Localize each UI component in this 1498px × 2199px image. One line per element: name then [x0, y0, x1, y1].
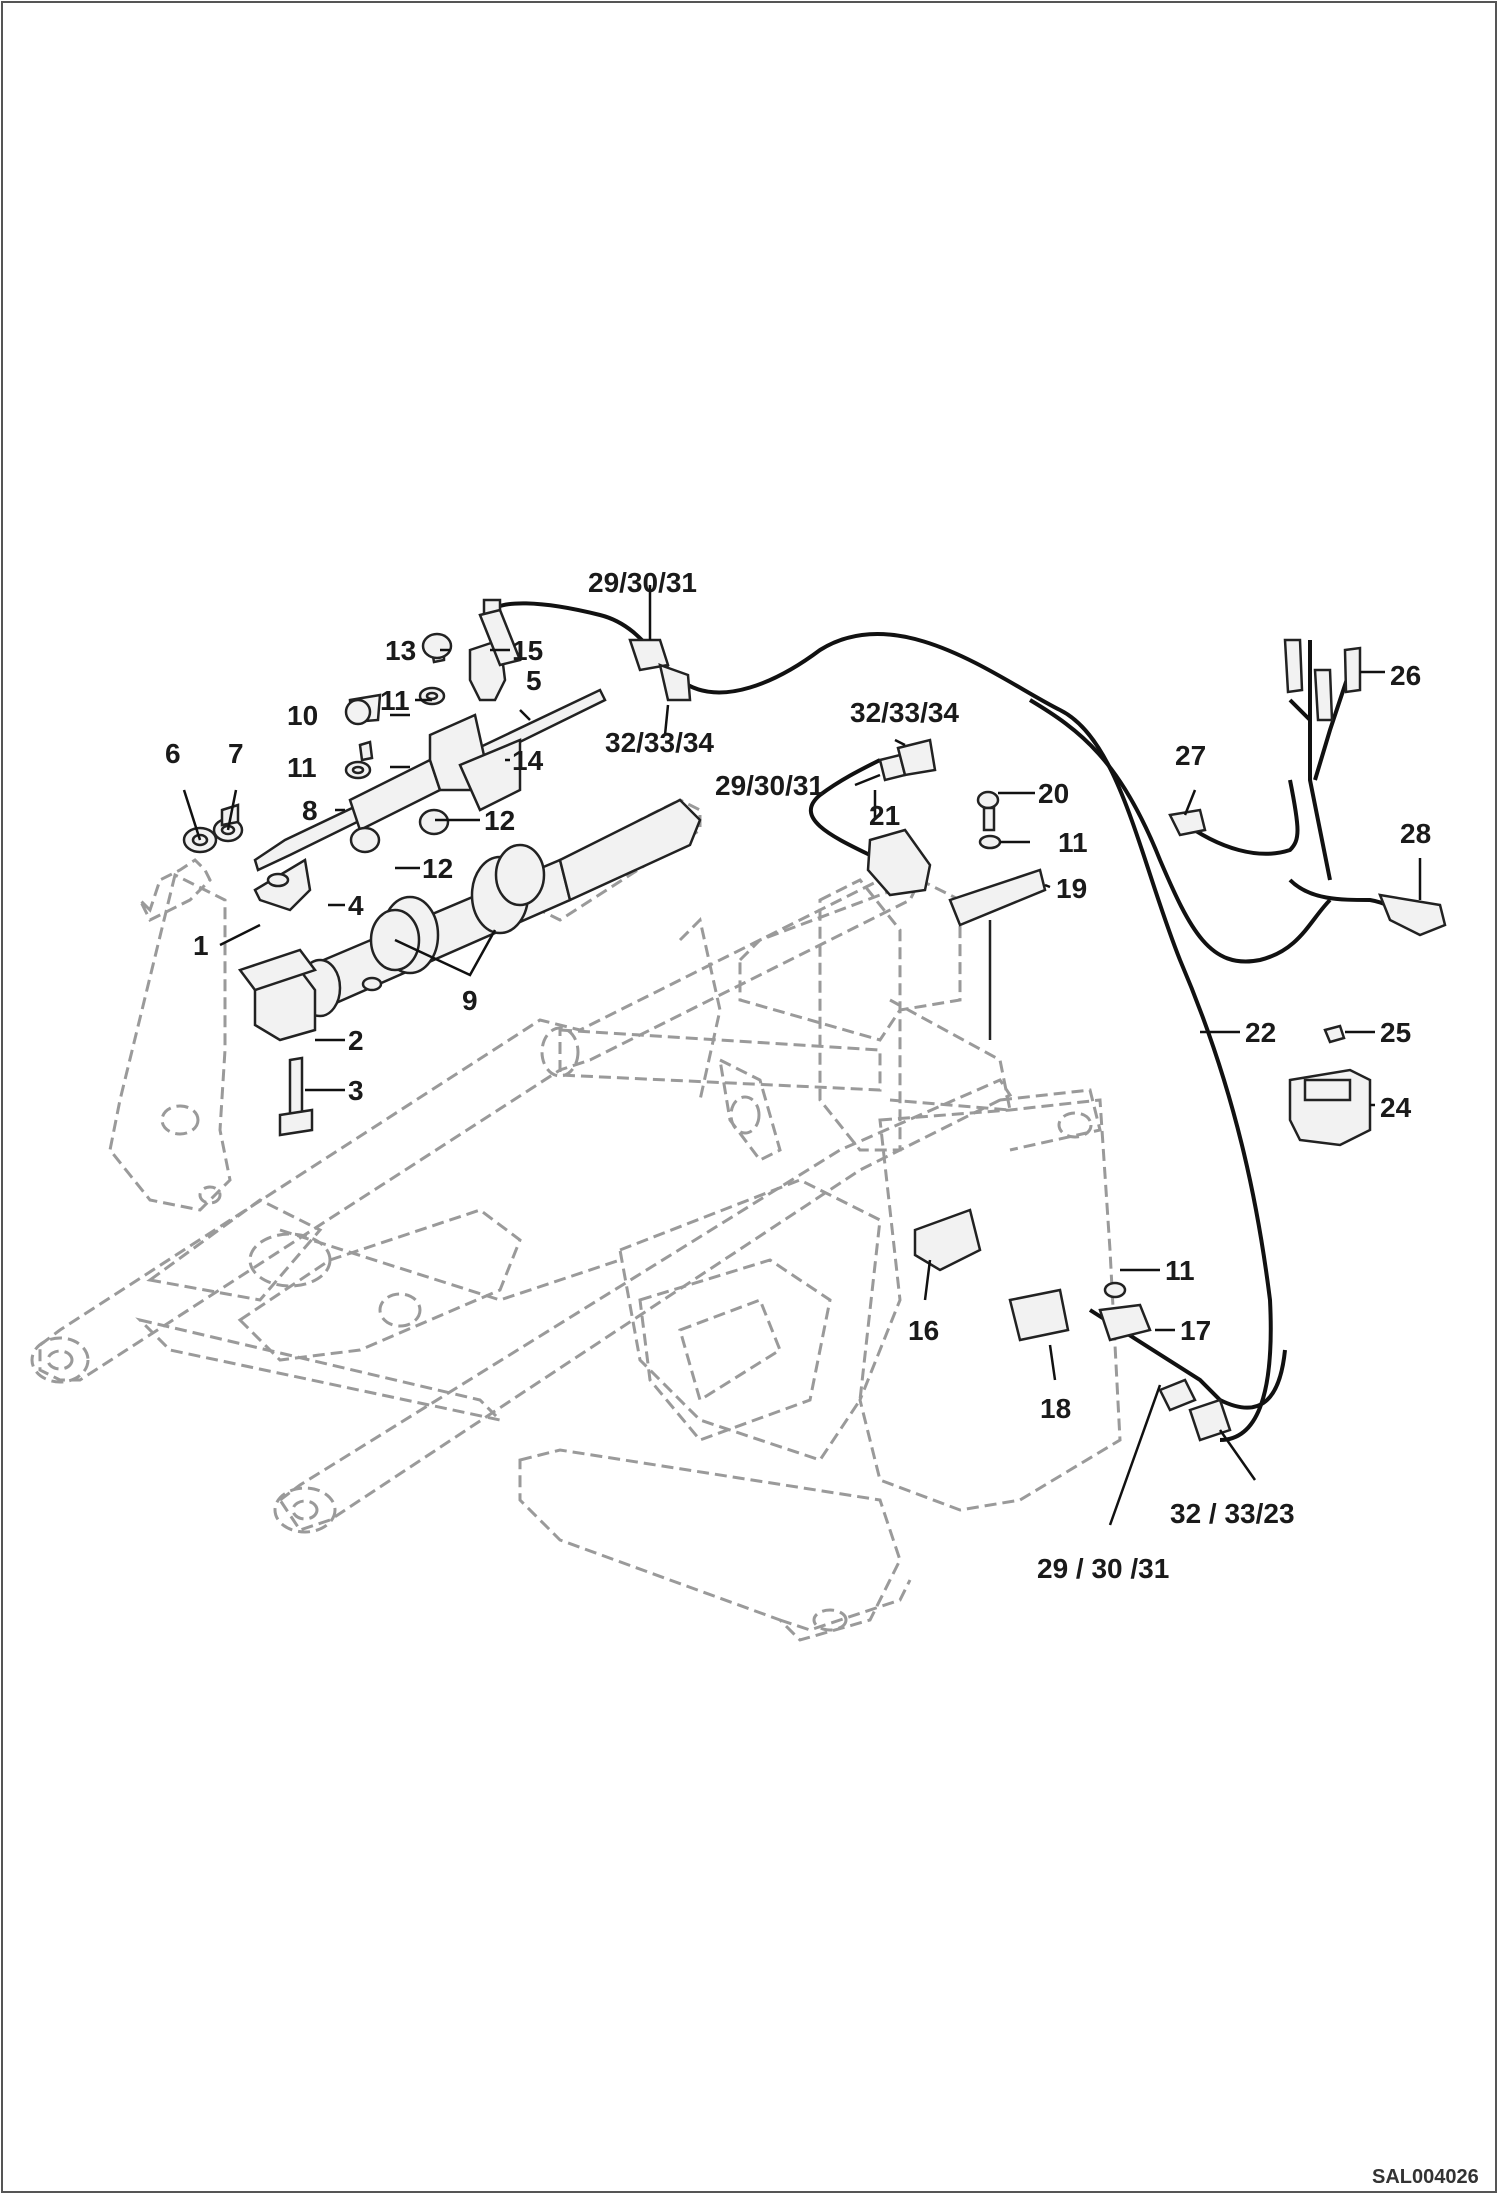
callout-19: 19 — [1056, 873, 1087, 904]
callout-8: 8 — [302, 795, 318, 826]
callout-3: 3 — [348, 1075, 364, 1106]
leader-lines — [182, 585, 1422, 1526]
callout-13: 13 — [385, 635, 416, 666]
callout-11-sensor: 11 — [1058, 827, 1088, 858]
switch-assembly — [1288, 1024, 1372, 1147]
callout-7: 7 — [228, 738, 244, 769]
drawing-id: SAL004026 — [1372, 2166, 1479, 2188]
callout-10: 10 — [287, 700, 318, 731]
callout-24: 24 — [1380, 1092, 1412, 1123]
callout-labels: 6 7 1 2 3 4 8 10 11 12 12 13 11 15 14 5 … — [165, 567, 1479, 2188]
lower-parts — [913, 1208, 1152, 1342]
callout-26: 26 — [1390, 660, 1421, 691]
callout-27: 27 — [1175, 740, 1206, 771]
callout-2: 2 — [348, 1025, 364, 1056]
callout-20: 20 — [1038, 778, 1069, 809]
callout-1: 1 — [193, 930, 209, 961]
callout-9: 9 — [462, 985, 478, 1016]
callout-29-30-31-top: 29/30/31 — [588, 567, 697, 598]
callout-32-33-34-left: 32/33/34 — [605, 727, 714, 758]
callout-11-left: 11 — [287, 752, 317, 783]
callout-28: 28 — [1400, 818, 1431, 849]
callout-32-33-34-right: 32/33/34 — [850, 697, 959, 728]
callout-12-upper: 12 — [484, 805, 515, 836]
callout-15: 15 — [512, 635, 543, 666]
callout-25: 25 — [1380, 1017, 1411, 1048]
callout-14: 14 — [512, 745, 544, 776]
callout-32-33-23: 32 / 33/23 — [1170, 1498, 1295, 1529]
callout-5: 5 — [526, 665, 542, 696]
callout-16: 16 — [908, 1315, 939, 1346]
callout-22: 22 — [1245, 1017, 1276, 1048]
callout-21: 21 — [869, 800, 900, 831]
callout-6: 6 — [165, 738, 181, 769]
callout-18: 18 — [1040, 1393, 1071, 1424]
callout-4: 4 — [348, 890, 364, 921]
callout-12-lower: 12 — [422, 853, 453, 884]
callout-29-30-31-mid: 29/30/31 — [715, 770, 824, 801]
bracket-assembly — [182, 632, 607, 1137]
cylinder-assembly — [298, 798, 702, 1018]
wiring-harness — [478, 598, 1447, 1442]
callout-29-30-31-bottom: 29 / 30 /31 — [1037, 1553, 1169, 1584]
callout-11-top: 11 — [380, 685, 410, 716]
callout-11-lower: 11 — [1165, 1255, 1195, 1286]
sensor-assembly — [866, 790, 1047, 1040]
callout-17: 17 — [1180, 1315, 1211, 1346]
